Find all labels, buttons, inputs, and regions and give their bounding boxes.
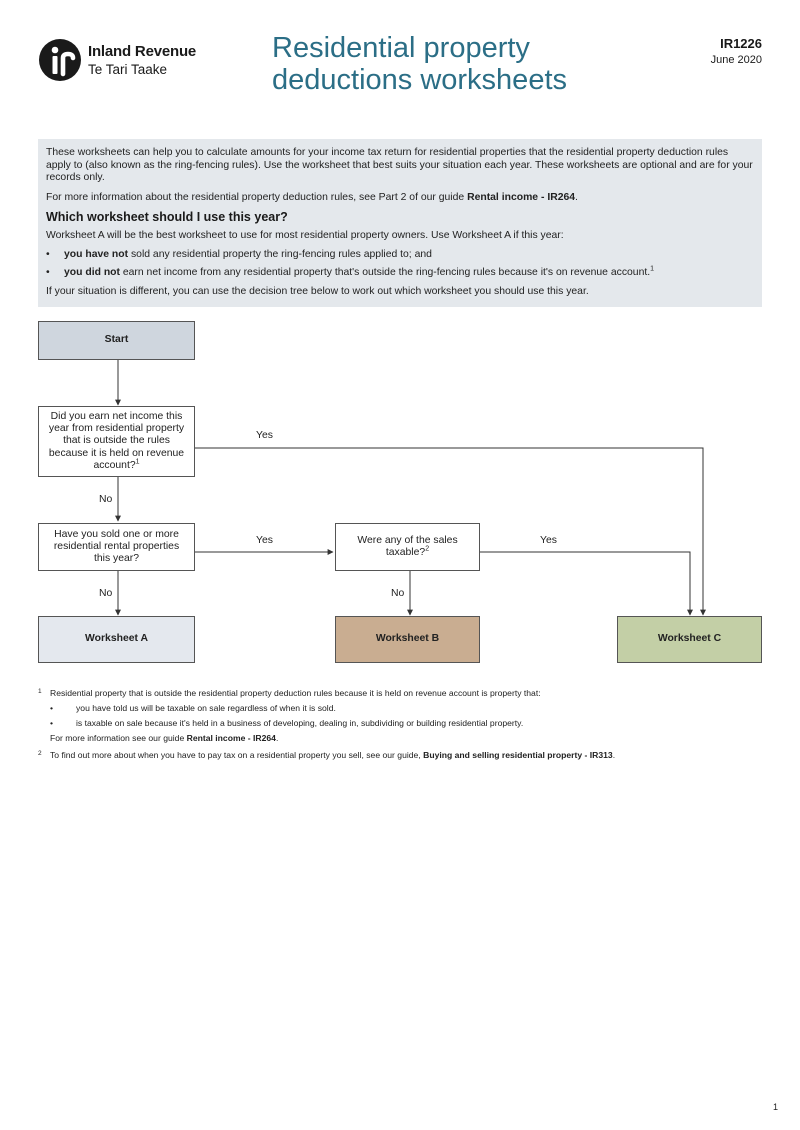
page-number: 1 xyxy=(772,1102,778,1112)
footnote-2-number: 2 xyxy=(38,750,42,757)
footnote-ref-1-flow: 1 xyxy=(135,458,140,466)
intro-paragraph-3: Worksheet A will be the best worksheet t… xyxy=(46,229,564,241)
branch-label-q3-yes: Yes xyxy=(540,535,557,546)
branch-label-q2-no: No xyxy=(99,588,113,599)
intro-paragraph-2: For more information about the residenti… xyxy=(46,192,754,205)
branch-label-q1-yes: Yes xyxy=(256,430,273,441)
intro-paragraph-1: These worksheets can help you to calcula… xyxy=(46,147,753,183)
worksheet-a-node: Worksheet A xyxy=(38,616,195,663)
worksheet-c-node: Worksheet C xyxy=(617,616,762,663)
question-net-income-text: Did you earn net income this year from r… xyxy=(45,411,188,472)
footnote-1-bullet-2: is taxable on sale because it's held in … xyxy=(38,718,762,729)
condition-2-bold: you did not xyxy=(64,266,120,278)
condition-item-1: you have not sold any residential proper… xyxy=(46,249,754,262)
footnote-guide-ir313: Buying and selling residential property … xyxy=(423,750,613,760)
section-heading: Which worksheet should I use this year? xyxy=(46,210,288,224)
footnote-2-suffix: . xyxy=(612,750,616,760)
footnote-ref-2-flow: 2 xyxy=(425,545,430,553)
condition-1-bold: you have not xyxy=(64,249,129,260)
worksheet-b-node: Worksheet B xyxy=(335,616,480,663)
intro-p2-suffix: . xyxy=(575,191,578,203)
intro-panel: These worksheets can help you to calcula… xyxy=(38,139,762,307)
footnote-1-more-suffix: . xyxy=(275,733,279,743)
question-sales-taxable-text: Were any of the sales taxable?2 xyxy=(342,535,473,559)
logo-name: Inland Revenue xyxy=(88,43,197,60)
footnote-1-more-text: For more information see our guide xyxy=(50,733,187,743)
form-date: June 2020 xyxy=(710,54,762,66)
start-node: Start xyxy=(38,321,195,360)
branch-label-q2-yes: Yes xyxy=(256,535,273,546)
logo-subname: Te Tari Taake xyxy=(88,62,168,77)
start-label: Start xyxy=(104,334,129,346)
question-net-income-label: Did you earn net income this year from r… xyxy=(48,410,185,471)
page-title-line1: Residential property xyxy=(272,32,530,64)
condition-item-2: you did not earn net income from any res… xyxy=(46,265,754,280)
inland-revenue-logo-icon xyxy=(39,39,81,81)
footnote-2-text: To find out more about when you have to … xyxy=(50,750,424,760)
question-net-income: Did you earn net income this year from r… xyxy=(38,406,195,477)
footnote-2: 2 To find out more about when you have t… xyxy=(38,750,762,761)
inland-revenue-logo: Inland Revenue Te Tari Taake xyxy=(38,38,228,84)
intro-p2-text: For more information about the residenti… xyxy=(46,191,468,203)
connector-q3-c xyxy=(480,551,693,616)
worksheet-b-label: Worksheet B xyxy=(375,633,440,645)
worksheet-a-label: Worksheet A xyxy=(85,633,148,645)
worksheet-c-label: Worksheet C xyxy=(657,633,722,645)
footnote-1: 1 Residential property that is outside t… xyxy=(38,688,762,699)
branch-label-q1-no: No xyxy=(99,494,113,505)
condition-2-text: earn net income from any residential pro… xyxy=(119,266,651,278)
footnote-1-more: For more information see our guide Renta… xyxy=(38,733,762,744)
page-title-line2: deductions worksheets xyxy=(272,64,567,96)
page-title: Residential property deductions workshee… xyxy=(272,32,672,96)
question-sales-taxable: Were any of the sales taxable?2 xyxy=(335,523,480,571)
branch-label-q3-no: No xyxy=(391,588,405,599)
question-sales-taxable-label: Were any of the sales taxable? xyxy=(357,534,458,558)
form-code: IR1226 xyxy=(720,36,762,51)
intro-paragraph-4: If your situation is different, you can … xyxy=(46,286,589,297)
guide-ir264-link: Rental income - IR264 xyxy=(467,191,576,203)
footnote-1-text: Residential property that is outside the… xyxy=(50,688,541,698)
condition-1-text: sold any residential property the ring-f… xyxy=(128,249,432,260)
footnotes: 1 Residential property that is outside t… xyxy=(38,688,762,765)
footnote-ref-1: 1 xyxy=(650,265,655,273)
question-sold-properties-label: Have you sold one or more residential re… xyxy=(53,528,180,565)
condition-list: you have not sold any residential proper… xyxy=(46,249,754,279)
footnote-1-number: 1 xyxy=(38,688,42,695)
question-sold-properties: Have you sold one or more residential re… xyxy=(38,523,195,571)
footnote-guide-ir264: Rental income - IR264 xyxy=(186,733,276,743)
footnote-1-bullet-1: you have told us will be taxable on sale… xyxy=(38,703,762,714)
